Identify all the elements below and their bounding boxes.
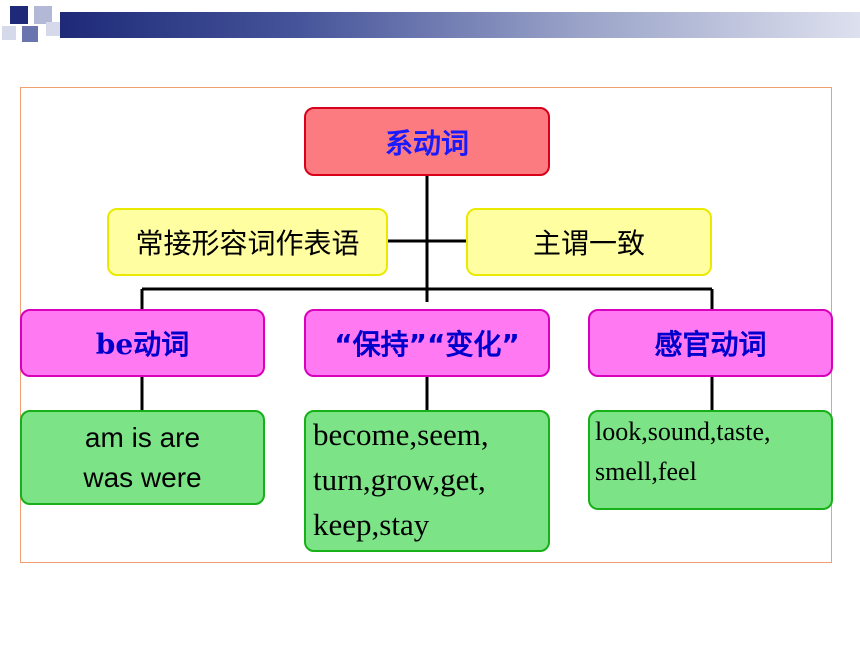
deco-square bbox=[22, 26, 38, 42]
example-line: smell,feel bbox=[595, 457, 697, 486]
example-line: keep,stay bbox=[313, 507, 430, 542]
root-node: 系动词 bbox=[304, 107, 550, 176]
example-line: was were bbox=[83, 461, 202, 493]
category-node-keep-change: “保持”“变化” bbox=[304, 309, 550, 377]
deco-square bbox=[34, 6, 52, 24]
right-feature-node: 主谓一致 bbox=[466, 208, 712, 276]
example-line: become,seem, bbox=[313, 417, 489, 452]
header-band bbox=[60, 12, 860, 38]
right-feature-label: 主谓一致 bbox=[532, 227, 645, 260]
example-line: look,sound,taste, bbox=[595, 417, 771, 446]
example-line: am is are bbox=[84, 421, 201, 453]
root-label: 系动词 bbox=[384, 126, 469, 160]
deco-square bbox=[46, 22, 60, 36]
category-label: “保持”“变化” bbox=[334, 328, 520, 361]
category-node-sense: 感官动词 bbox=[588, 309, 833, 377]
examples-node-sense: look,sound,taste, smell,feel bbox=[588, 410, 833, 510]
examples-node-be: am is are was were bbox=[20, 410, 265, 505]
category-node-be: be动词 bbox=[20, 309, 265, 377]
deco-square bbox=[2, 26, 16, 40]
category-label: 感官动词 bbox=[654, 328, 767, 361]
examples-node-keep-change: become,seem, turn,grow,get, keep,stay bbox=[304, 410, 550, 552]
left-feature-node: 常接形容词作表语 bbox=[107, 208, 388, 276]
category-label: be动词 bbox=[95, 328, 190, 361]
deco-square bbox=[10, 6, 28, 24]
example-line: turn,grow,get, bbox=[313, 462, 486, 497]
left-feature-label: 常接形容词作表语 bbox=[135, 227, 360, 260]
